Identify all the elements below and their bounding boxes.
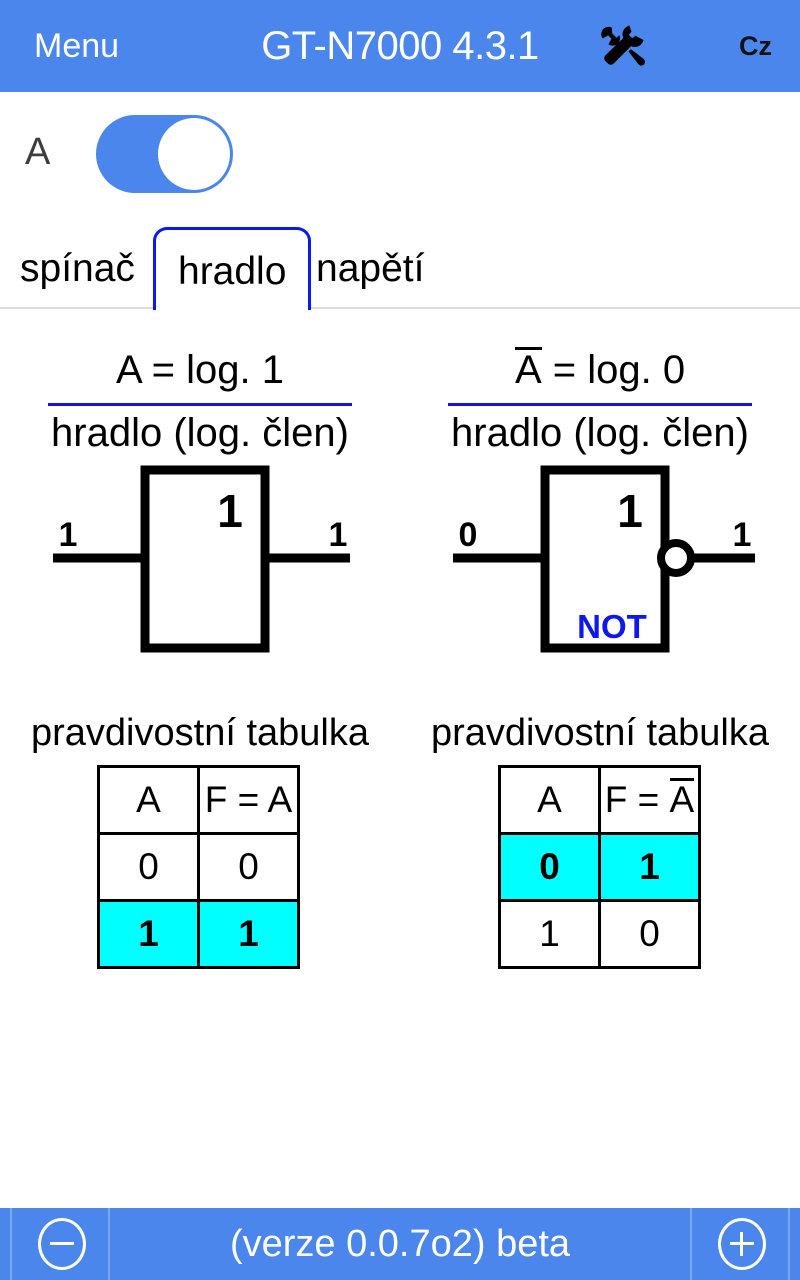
tab-spinac[interactable]: spínač <box>20 247 135 290</box>
gate-subtitle: hradlo (log. člen) <box>451 411 749 455</box>
table-cell-f: 1 <box>598 832 701 902</box>
tab-napeti[interactable]: napětí <box>316 247 425 290</box>
equation-heading: A = log. 1 <box>0 346 400 394</box>
table-row: 1 1 <box>97 899 300 969</box>
version-label: (verze 0.0.7o2) beta <box>229 1223 571 1265</box>
language-button[interactable]: Cz <box>739 31 772 61</box>
minus-circle-icon <box>38 1218 86 1270</box>
input-a-toggle[interactable] <box>96 115 233 193</box>
gate-symbol-label: 1 <box>617 485 643 537</box>
table-cell-f: 0 <box>598 899 701 969</box>
tab-hradlo[interactable]: hradlo <box>153 227 312 310</box>
table-row: 0 0 <box>97 832 300 902</box>
table-header-a: A <box>97 765 200 835</box>
menu-button[interactable]: Menu <box>34 27 120 65</box>
gate-input-value: 1 <box>59 516 78 554</box>
table-row: 1 0 <box>498 899 701 969</box>
table-header-f: F = A <box>197 765 300 835</box>
table-header-row: A F = A <box>498 765 701 835</box>
truth-table-inverter: A F = A 0 1 1 0 <box>498 765 701 969</box>
table-row: 0 1 <box>498 832 701 902</box>
table-header-row: A F = A <box>97 765 300 835</box>
equation-rule <box>48 403 352 406</box>
equation-variable: A <box>514 347 542 392</box>
hammer-wrench-icon[interactable] <box>598 24 646 70</box>
gate-diagram-inverter: 1 0 1 NOT <box>400 460 800 670</box>
equation-heading: A = log. 0 <box>400 346 800 394</box>
gate-input-value: 0 <box>459 516 478 554</box>
table-header-a: A <box>498 765 601 835</box>
table-cell-a: 0 <box>97 832 200 902</box>
panel-direct: A = log. 1 hradlo (log. člen) 1 1 1 prav… <box>0 310 400 1190</box>
equation-suffix: = log. 1 <box>140 348 284 392</box>
increase-button[interactable] <box>690 1208 790 1280</box>
page-title: GT-N7000 4.3.1 <box>261 24 539 68</box>
equation-variable: A <box>116 348 141 392</box>
table-cell-a: 1 <box>97 899 200 969</box>
app-header: Menu GT-N7000 4.3.1 Cz <box>0 0 800 92</box>
table-cell-a: 0 <box>498 832 601 902</box>
panel-inverted: A = log. 0 hradlo (log. člen) 1 0 1 NOT … <box>400 310 800 1190</box>
gate-diagram-buffer: 1 1 1 <box>0 460 400 670</box>
truth-table-caption: pravdivostní tabulka <box>431 712 769 754</box>
table-header-f: F = A <box>598 765 701 835</box>
equation-suffix: = log. 0 <box>541 348 686 392</box>
table-cell-f: 1 <box>197 899 300 969</box>
tab-bar: spínač hradlo napětí <box>0 217 800 310</box>
gate-output-value: 1 <box>733 516 752 554</box>
app-footer: (verze 0.0.7o2) beta <box>0 1208 800 1280</box>
input-toggle-row: A <box>0 92 800 217</box>
gate-type-tag: NOT <box>577 608 647 645</box>
truth-table-caption: pravdivostní tabulka <box>31 712 369 754</box>
truth-table-buffer: A F = A 0 0 1 1 <box>97 765 300 969</box>
gate-symbol-label: 1 <box>217 485 243 537</box>
equation-rule <box>448 403 752 406</box>
toggle-knob <box>158 118 230 190</box>
tab-divider <box>0 307 800 309</box>
gate-output-value: 1 <box>329 516 348 554</box>
toggle-label-a: A <box>25 131 51 173</box>
decrease-button[interactable] <box>10 1208 110 1280</box>
plus-circle-icon <box>718 1218 766 1270</box>
table-cell-a: 1 <box>498 899 601 969</box>
table-cell-f: 0 <box>197 832 300 902</box>
inverter-bubble-icon <box>657 539 695 577</box>
gate-subtitle: hradlo (log. člen) <box>51 411 349 455</box>
